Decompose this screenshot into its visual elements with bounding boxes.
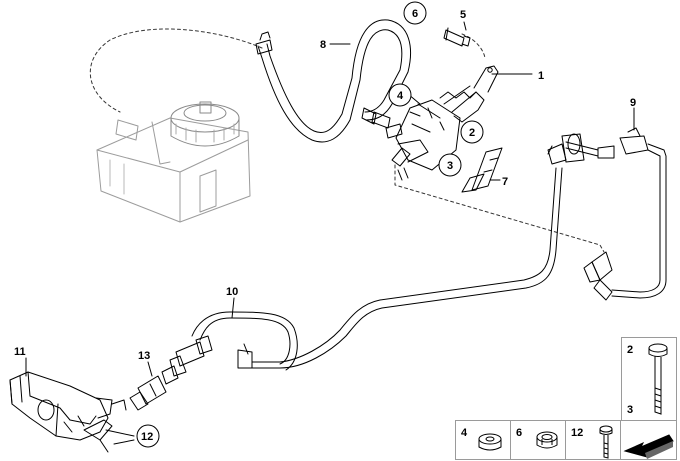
- slave-cylinder: [9, 371, 127, 453]
- callout-7: 7: [502, 176, 508, 188]
- dashed-guides: [89, 28, 605, 253]
- callout-9: 9: [630, 97, 636, 109]
- leader-lines: [25, 21, 635, 445]
- legend-box-arrow: [620, 420, 677, 460]
- legend-4-label: 4: [461, 427, 468, 439]
- hose-13: [129, 375, 167, 411]
- clip-7: [461, 147, 503, 193]
- pin-5: [443, 27, 471, 47]
- screw-icon: [599, 425, 613, 459]
- legend-box-6: 6: [510, 420, 566, 460]
- legend-box-4: 4: [455, 420, 511, 460]
- callout-11: 11: [14, 346, 26, 358]
- callout-4: 4: [397, 90, 404, 102]
- callout-labels: 1 2 3 4 5 6 7 8 9 10 11 12 13: [14, 8, 636, 443]
- direction-arrow-icon: [623, 434, 674, 459]
- callout-3: 3: [447, 160, 453, 172]
- callout-2: 2: [469, 127, 475, 139]
- callout-circles: [136, 1, 484, 448]
- callout-8: 8: [320, 39, 326, 51]
- master-cylinder: [371, 65, 499, 181]
- legend-box-bolt: 2 3: [621, 337, 677, 421]
- legend-bolt-top-label: 2: [627, 344, 634, 356]
- hose-8: [255, 19, 411, 143]
- bushing-icon: [536, 431, 558, 449]
- pressure-line-10: [161, 167, 563, 385]
- legend-box-12: 12: [565, 420, 621, 460]
- legend-12-label: 12: [571, 427, 584, 439]
- callout-5: 5: [460, 9, 466, 21]
- bolt-icon: [648, 343, 668, 415]
- callout-6: 6: [412, 8, 418, 20]
- pressure-line-9: [547, 127, 667, 301]
- callout-1: 1: [538, 70, 544, 82]
- reservoir-tank: [96, 101, 251, 223]
- callout-12: 12: [141, 431, 153, 443]
- legend-bolt-bottom-label: 3: [627, 404, 634, 416]
- legend-6-label: 6: [516, 427, 523, 439]
- nut-icon: [478, 433, 502, 451]
- callout-13: 13: [138, 350, 150, 362]
- callout-10: 10: [226, 286, 238, 298]
